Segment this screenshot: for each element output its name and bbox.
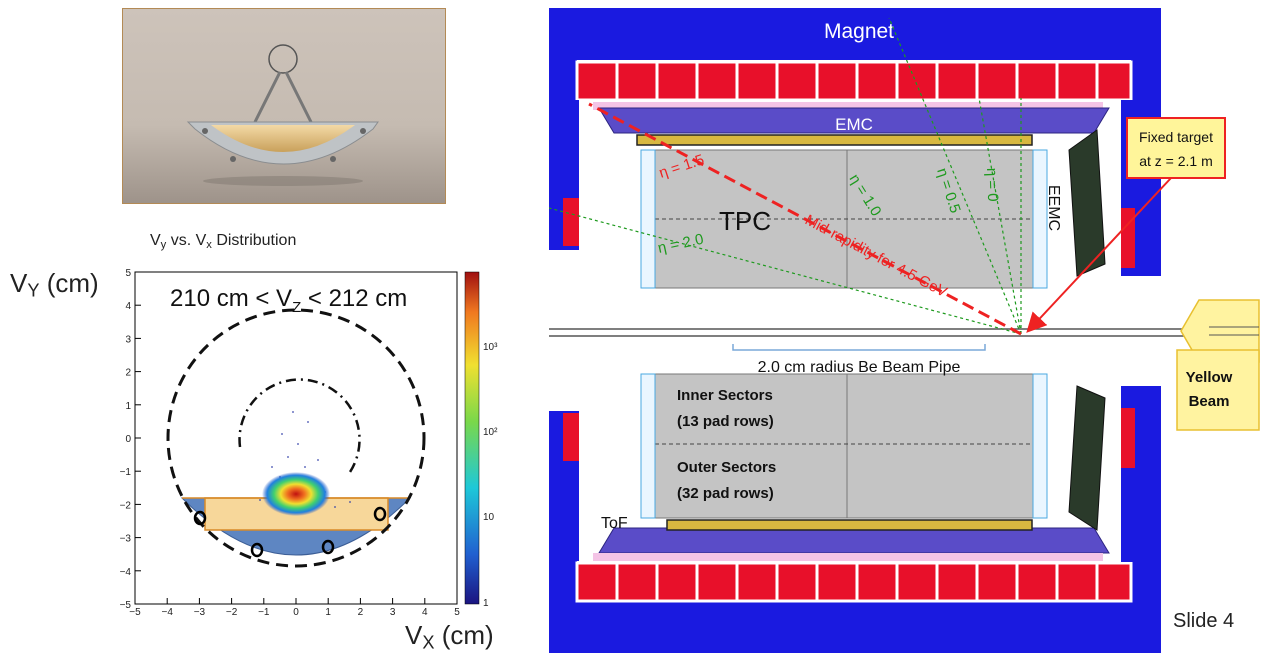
x-tick-label: 0 — [293, 607, 299, 617]
x-tick-label: 5 — [454, 607, 460, 617]
magnet-label: Magnet — [824, 20, 894, 43]
eemc-label: EEMC — [1045, 185, 1062, 231]
sector-labels: Inner Sectors (13 pad rows) Outer Sector… — [677, 387, 776, 502]
colorbar-tick-label: 10² — [483, 427, 498, 438]
x-tick-label: 4 — [422, 607, 428, 617]
beam-pipe-label: 2.0 cm radius Be Beam Pipe — [758, 359, 961, 376]
x-tick-label: −2 — [226, 607, 238, 617]
x-tick-label: 2 — [358, 607, 364, 617]
colorbar — [464, 271, 480, 605]
y-tick-label: 4 — [125, 301, 131, 312]
x-tick-label: −4 — [161, 607, 173, 617]
y-tick-label: 3 — [125, 334, 131, 345]
target-holder-photo-icon — [123, 9, 445, 203]
x-tick-label: 3 — [390, 607, 396, 617]
colorbar-ticks: 10³ 10² 10 1 — [483, 342, 498, 609]
star-detector-schematic: EMC ToF TPC EEMC Magnet 2.0 cm radius Be… — [549, 8, 1260, 653]
fixed-target-callout — [1126, 117, 1226, 179]
emc-label: EMC — [835, 115, 873, 134]
histogram-title: Vy vs. Vx Distribution — [150, 232, 297, 251]
x-tick-label: −3 — [194, 607, 206, 617]
magnet-coils-top — [575, 60, 1133, 102]
y-axis-label: VY (cm) — [10, 268, 99, 301]
inner-sectors-line2: (13 pad rows) — [677, 413, 774, 430]
tpc-label: TPC — [719, 206, 771, 236]
y-tick-label: 2 — [125, 368, 131, 379]
tof-label: ToF — [601, 515, 628, 532]
tof-top — [636, 134, 1033, 146]
outer-sectors-line2: (32 pad rows) — [677, 485, 774, 502]
y-tick-label: −3 — [120, 534, 132, 545]
fixed-target-arrow — [1026, 177, 1172, 333]
y-tick-label: −2 — [120, 500, 132, 511]
x-axis-label: VX (cm) — [405, 620, 494, 653]
outer-sectors-line1: Outer Sectors — [677, 459, 776, 476]
tpc-bottom — [654, 373, 1034, 519]
target-holder-photo — [122, 8, 446, 204]
inner-sectors-line1: Inner Sectors — [677, 387, 773, 404]
y-tick-label: −5 — [120, 600, 132, 611]
yellow-beam-box — [1176, 349, 1260, 431]
mid-rapidity-line — [588, 102, 1022, 336]
x-tick-label: −1 — [258, 607, 270, 617]
magnet-bottom — [549, 600, 1161, 653]
magnet-coils-bottom — [575, 561, 1133, 603]
eemc-top — [1068, 129, 1106, 277]
y-tick-label: 5 — [125, 268, 131, 279]
x-tick-label: 1 — [325, 607, 331, 617]
y-tick-label: −4 — [120, 567, 132, 578]
holder-holes — [193, 506, 387, 558]
beam-pipe-bracket — [732, 344, 986, 351]
tof-bottom — [666, 519, 1033, 531]
colorbar-tick-label: 10³ — [483, 342, 498, 353]
eta-lines — [549, 17, 1022, 335]
vertex-histogram: 210 cm < VZ < 212 cm −5 −4 −3 −2 −1 0 1 2 3 4 5 5 4… — [120, 268, 499, 617]
vz-cut-text: 210 cm < VZ < 212 cm — [170, 285, 407, 316]
x-tick-label: −5 — [129, 607, 141, 617]
y-tick-label: −1 — [120, 467, 132, 478]
y-axis-ticks: 5 4 3 2 1 0 −1 −2 −3 −4 −5 — [120, 268, 141, 611]
y-tick-label: 0 — [125, 434, 131, 445]
y-tick-label: 1 — [125, 401, 131, 412]
x-axis-ticks: −5 −4 −3 −2 −1 0 1 2 3 4 5 — [129, 598, 460, 617]
colorbar-tick-label: 10 — [483, 512, 495, 523]
slide-number: Slide 4 — [1173, 610, 1235, 632]
fixed-target-line1: Fixed target — [1139, 129, 1213, 145]
yellow-beam-line2: Beam — [1189, 393, 1230, 410]
inner-dashdot-arc — [238, 378, 361, 473]
magnet-top — [549, 8, 1161, 60]
eta-label: η = 0 — [983, 168, 1001, 202]
outer-dashed-circle — [166, 308, 426, 568]
emc-bottom — [598, 527, 1110, 554]
fixed-target-line2: at z = 2.1 m — [1139, 153, 1213, 169]
vertex-hotspot — [262, 472, 330, 516]
yellow-beam-line1: Yellow — [1186, 369, 1233, 386]
eemc-bottom — [1068, 385, 1106, 531]
colorbar-tick-label: 1 — [483, 598, 489, 609]
